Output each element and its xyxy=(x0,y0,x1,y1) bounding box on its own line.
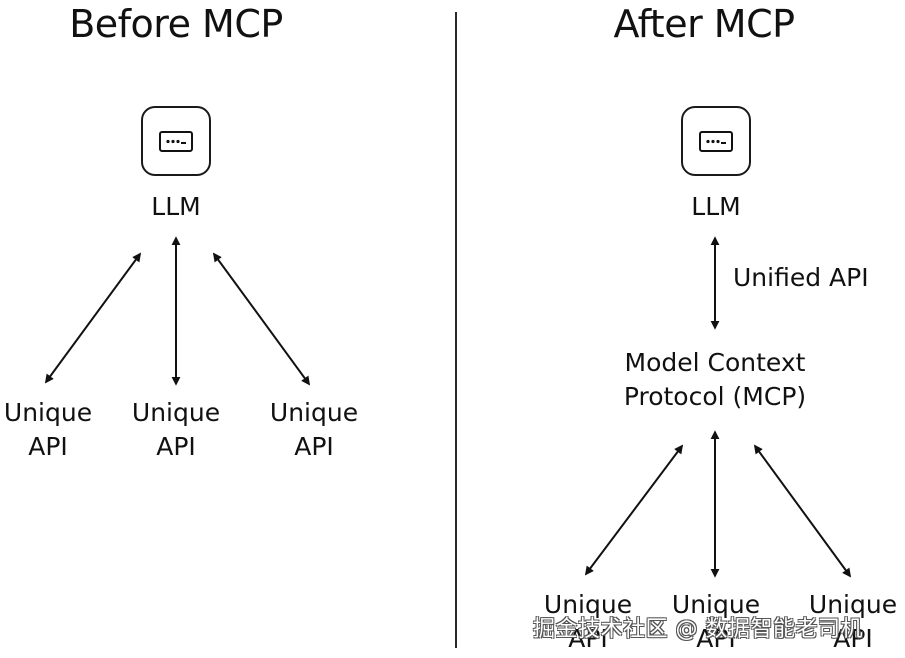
arrow-mcp-api-right xyxy=(753,444,852,578)
after-mcp-panel: After MCP xyxy=(453,0,905,658)
before-mcp-panel: Before MCP xyxy=(0,0,452,658)
after-llm-icon xyxy=(681,106,751,176)
after-api-right: Unique API xyxy=(808,590,898,653)
unified-api-label: Unified API xyxy=(733,263,869,292)
before-api-right: Unique API xyxy=(269,398,359,461)
before-api-left: Unique API xyxy=(3,398,93,461)
mcp-node-label: Model Context Protocol (MCP) xyxy=(623,348,807,411)
panel-divider xyxy=(455,12,457,648)
after-llm-label: LLM xyxy=(691,192,741,221)
arrow-mcp-api-left xyxy=(584,444,684,576)
before-llm-icon xyxy=(141,106,211,176)
watermark-text: 掘金技术社区 @ 数据智能老司机 xyxy=(533,617,863,642)
after-api-center: Unique API xyxy=(671,590,761,653)
before-llm-label: LLM xyxy=(151,192,201,221)
before-mcp-title: Before MCP xyxy=(69,2,283,46)
before-api-center: Unique API xyxy=(131,398,221,461)
after-api-left: Unique API xyxy=(543,590,633,653)
after-mcp-title: After MCP xyxy=(613,2,795,46)
arrow-llm-api-left xyxy=(44,252,142,384)
arrow-llm-api-right xyxy=(212,252,311,386)
